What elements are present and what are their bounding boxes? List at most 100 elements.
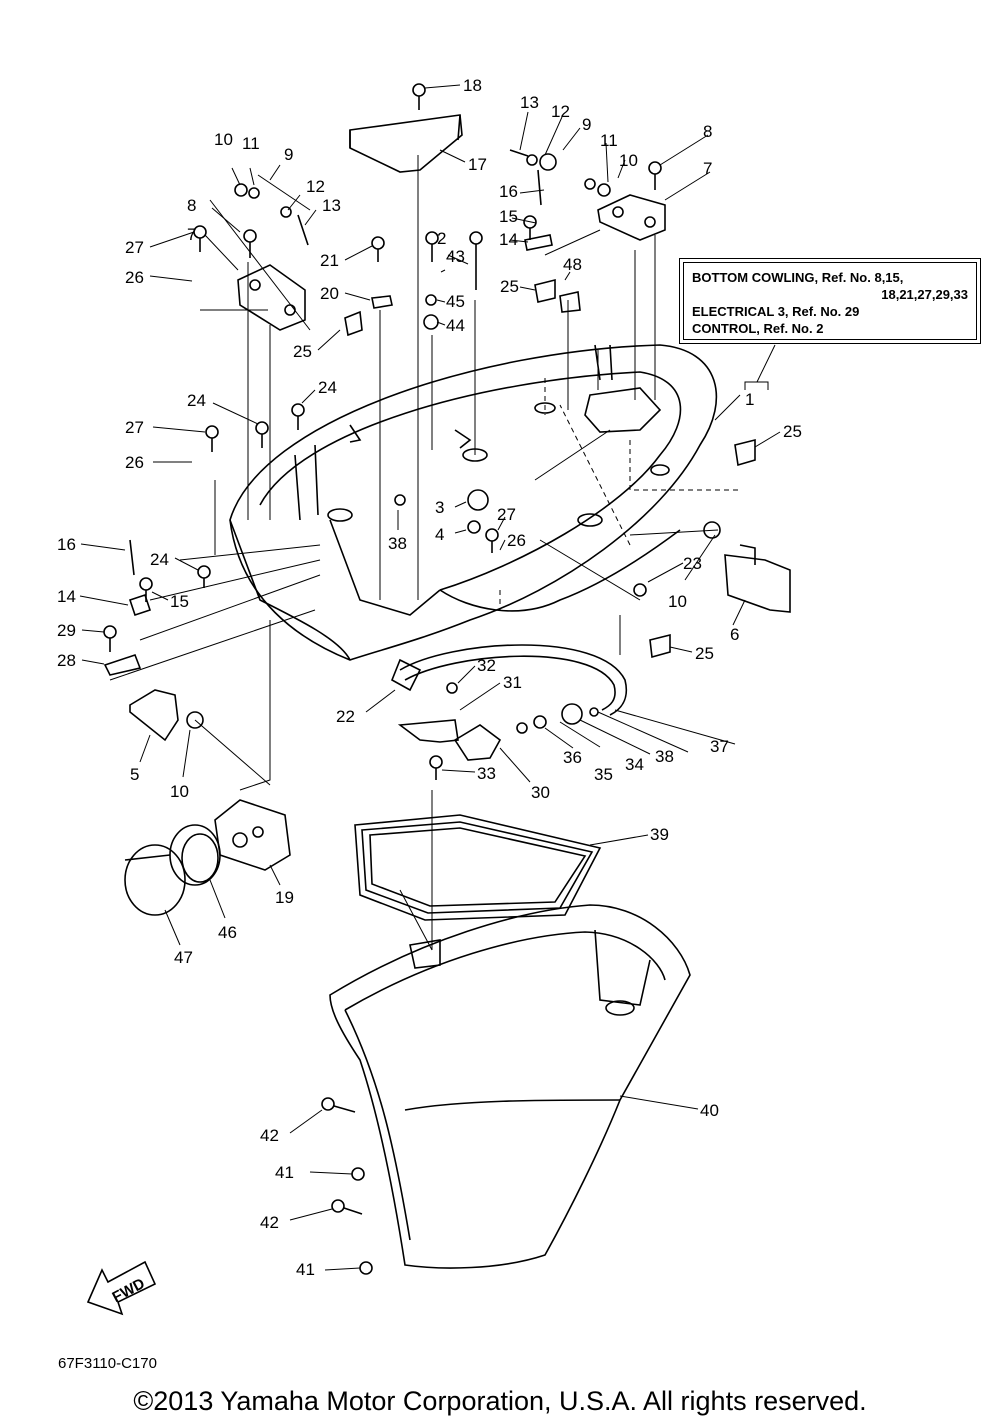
callout-13: 13 bbox=[322, 196, 341, 215]
callout-10: 10 bbox=[214, 130, 233, 149]
callout-24: 24 bbox=[187, 391, 206, 410]
callout-17: 17 bbox=[468, 155, 487, 174]
grommet-part-25-c bbox=[734, 438, 756, 467]
bracket-part-7-right bbox=[597, 194, 666, 241]
callout-21: 21 bbox=[320, 251, 339, 270]
callout-15: 15 bbox=[499, 207, 518, 226]
callout-32: 32 bbox=[477, 656, 496, 675]
bracket-part-6 bbox=[724, 544, 791, 613]
callout-27: 27 bbox=[125, 418, 144, 437]
reference-note-inner: BOTTOM COWLING, Ref. No. 8,15, 18,21,27,… bbox=[683, 262, 977, 340]
hose-part-37 bbox=[399, 644, 628, 716]
callout-12: 12 bbox=[551, 102, 570, 121]
callout-44: 44 bbox=[446, 316, 465, 335]
callout-45: 45 bbox=[446, 292, 465, 311]
callout-27: 27 bbox=[497, 505, 516, 524]
callout-31: 31 bbox=[503, 673, 522, 692]
grommet-part-25-a bbox=[344, 310, 363, 337]
callout-25: 25 bbox=[695, 644, 714, 663]
callout-7: 7 bbox=[703, 159, 712, 178]
callout-1: 1 bbox=[745, 390, 754, 409]
callout-27: 27 bbox=[125, 238, 144, 257]
grommet-part-25-b bbox=[534, 278, 556, 303]
callout-26: 26 bbox=[507, 531, 526, 550]
callout-7: 7 bbox=[187, 225, 196, 244]
fwd-arrow: FWD bbox=[86, 1260, 157, 1316]
callout-40: 40 bbox=[700, 1101, 719, 1120]
copyright-notice: ©2013 Yamaha Motor Corporation, U.S.A. A… bbox=[133, 1386, 867, 1416]
grommet-part-25-d bbox=[649, 633, 671, 659]
callout-16: 16 bbox=[57, 535, 76, 554]
dashed-alignment-lines bbox=[499, 378, 740, 610]
callout-8: 8 bbox=[703, 122, 712, 141]
callout-16: 16 bbox=[499, 182, 518, 201]
callout-39: 39 bbox=[650, 825, 669, 844]
fwd-arrow-icon bbox=[86, 1260, 157, 1316]
callout-10: 10 bbox=[668, 592, 687, 611]
callout-24: 24 bbox=[318, 378, 337, 397]
callout-14: 14 bbox=[57, 587, 76, 606]
callout-37: 37 bbox=[710, 737, 729, 756]
callout-24: 24 bbox=[150, 550, 169, 569]
callout-6: 6 bbox=[730, 625, 739, 644]
lower-cover-part bbox=[329, 904, 691, 1269]
callout-26: 26 bbox=[125, 268, 144, 287]
bottom-cowling-part bbox=[229, 344, 718, 661]
callout-8: 8 bbox=[187, 196, 196, 215]
callout-2: 2 bbox=[437, 229, 446, 248]
callout-5: 5 bbox=[130, 765, 139, 784]
latch-part-28 bbox=[103, 653, 142, 676]
clamp-part-47 bbox=[124, 844, 186, 916]
reference-line-4: CONTROL, Ref. No. 2 bbox=[692, 321, 824, 336]
callout-20: 20 bbox=[320, 284, 339, 303]
callout-12: 12 bbox=[306, 177, 325, 196]
bracket-part-31 bbox=[397, 719, 459, 743]
lever-part-5 bbox=[129, 689, 179, 742]
callout-43: 43 bbox=[446, 247, 465, 266]
reference-line-2: 18,21,27,29,33 bbox=[881, 287, 968, 302]
callout-3: 3 bbox=[435, 498, 444, 517]
leader-lines bbox=[79, 84, 781, 1271]
callout-42: 42 bbox=[260, 1213, 279, 1232]
callout-46: 46 bbox=[218, 923, 237, 942]
callout-29: 29 bbox=[57, 621, 76, 640]
callout-28: 28 bbox=[57, 651, 76, 670]
callout-26: 26 bbox=[125, 453, 144, 472]
callout-38: 38 bbox=[388, 534, 407, 553]
assembly-guide-lines bbox=[109, 155, 719, 951]
callout-labels: 18 17 13 12 9 11 10 8 7 16 15 14 2 43 45… bbox=[57, 76, 802, 1279]
callout-9: 9 bbox=[582, 115, 591, 134]
callout-35: 35 bbox=[594, 765, 613, 784]
fitting-part-30 bbox=[453, 724, 502, 761]
callout-23: 23 bbox=[683, 554, 702, 573]
callout-10: 10 bbox=[170, 782, 189, 801]
callout-30: 30 bbox=[531, 783, 550, 802]
callout-41: 41 bbox=[275, 1163, 294, 1182]
callout-47: 47 bbox=[174, 948, 193, 967]
callout-48: 48 bbox=[563, 255, 582, 274]
callout-25: 25 bbox=[293, 342, 312, 361]
callout-38: 38 bbox=[655, 747, 674, 766]
diagram-code: 67F3110-C170 bbox=[58, 1355, 157, 1372]
cover-part-17 bbox=[349, 114, 463, 173]
callout-41: 41 bbox=[296, 1260, 315, 1279]
callout-19: 19 bbox=[275, 888, 294, 907]
reference-note-box: BOTTOM COWLING, Ref. No. 8,15, 18,21,27,… bbox=[679, 258, 981, 344]
callout-25: 25 bbox=[783, 422, 802, 441]
callout-34: 34 bbox=[625, 755, 644, 774]
callout-14: 14 bbox=[499, 230, 518, 249]
callout-10: 10 bbox=[619, 151, 638, 170]
reference-line-3: ELECTRICAL 3, Ref. No. 29 bbox=[692, 304, 860, 319]
callout-11: 11 bbox=[242, 134, 260, 153]
callout-15: 15 bbox=[170, 592, 189, 611]
grommet-part-46 bbox=[169, 824, 221, 886]
callout-18: 18 bbox=[463, 76, 482, 95]
callout-13: 13 bbox=[520, 93, 539, 112]
callout-42: 42 bbox=[260, 1126, 279, 1145]
reference-line-1: BOTTOM COWLING, Ref. No. 8,15, bbox=[692, 270, 904, 285]
connector-part-19 bbox=[214, 799, 291, 871]
callout-4: 4 bbox=[435, 525, 444, 544]
nut-part-34 bbox=[561, 703, 583, 725]
callout-33: 33 bbox=[477, 764, 496, 783]
